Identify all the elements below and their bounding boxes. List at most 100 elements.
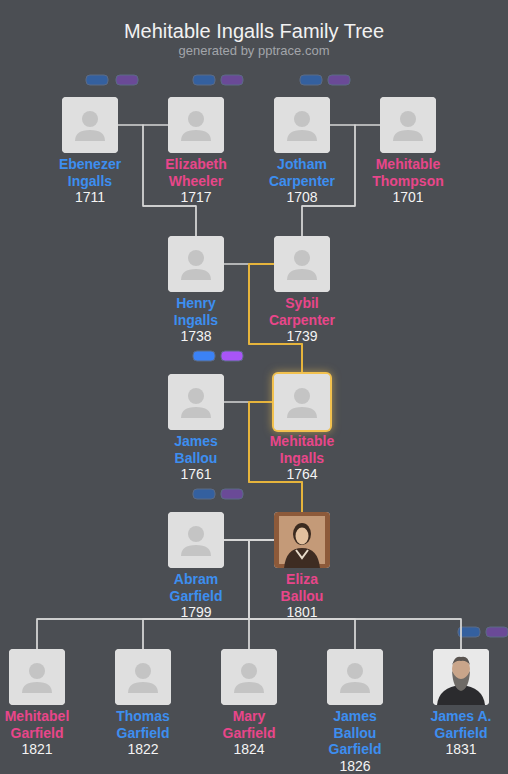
avatar-ground: [62, 97, 118, 153]
photo-frame: [274, 512, 330, 568]
avatar-body: [181, 545, 211, 556]
family-link: [224, 540, 461, 649]
avatar-head: [188, 250, 204, 266]
person-name: Ebenezer Ingalls: [52, 156, 128, 189]
family-link: [37, 540, 274, 649]
avatar-body: [340, 682, 370, 693]
person-box: James Ballou Garfield1826: [327, 649, 383, 705]
person-caption: Sybil Carpenter1739: [264, 295, 340, 345]
avatar-head: [294, 388, 310, 404]
toggle-purple: [116, 75, 138, 85]
avatar-head: [188, 388, 204, 404]
avatar-ground: [327, 649, 383, 705]
person-caption: James Ballou1761: [158, 433, 234, 483]
person-caption: James A. Garfield1831: [423, 708, 499, 758]
person-caption: Abram Garfield1799: [158, 571, 234, 621]
birth-year: 1831: [423, 741, 499, 758]
toggle-blue: [193, 351, 215, 361]
person-caption: Henry Ingalls1738: [158, 295, 234, 345]
person-box: James A. Garfield1831: [433, 649, 489, 705]
avatar-placeholder: [168, 236, 224, 292]
birth-year: 1738: [158, 328, 234, 345]
avatar-body: [181, 130, 211, 141]
person-caption: Mary Garfield1824: [211, 708, 287, 758]
toggle-blue: [193, 489, 215, 499]
person-name: James Ballou Garfield: [317, 708, 393, 758]
person-caption: James Ballou Garfield1826: [317, 708, 393, 774]
toggle-blue: [86, 75, 108, 85]
avatar-ground: [168, 97, 224, 153]
avatar-head: [294, 250, 310, 266]
person-name: Mehitabel Garfield: [0, 708, 75, 741]
photo-hair: [293, 523, 311, 545]
birth-year: 1824: [211, 741, 287, 758]
photo-face: [296, 528, 309, 545]
person-name: Mehitable Thompson: [370, 156, 446, 189]
avatar-ground: [274, 236, 330, 292]
toggle-blue: [193, 75, 215, 85]
avatar-placeholder: [115, 649, 171, 705]
person-caption: Mehitabel Garfield1821: [0, 708, 75, 758]
avatar-head: [135, 663, 151, 679]
birth-year: 1701: [370, 189, 446, 206]
birth-year: 1764: [264, 466, 340, 483]
avatar-head: [188, 111, 204, 127]
person-caption: Eliza Ballou1801: [264, 571, 340, 621]
avatar-placeholder: [168, 374, 224, 430]
avatar-ground: [168, 512, 224, 568]
avatar-body: [181, 407, 211, 418]
photo-ground: [433, 649, 489, 705]
toggle-pair: [86, 75, 508, 637]
avatar-body: [128, 682, 158, 693]
portrait-photo: [274, 512, 330, 568]
birth-year: 1711: [52, 189, 128, 206]
toggle-blue: [300, 75, 322, 85]
avatar-ground: [221, 649, 277, 705]
birth-year: 1761: [158, 466, 234, 483]
toggle-purple: [328, 75, 350, 85]
person-caption: Mehitable Thompson1701: [370, 156, 446, 206]
avatar-ground: [168, 374, 224, 430]
person-box: Jotham Carpenter1708: [274, 97, 330, 153]
person-name: Mary Garfield: [211, 708, 287, 741]
family-link: [249, 540, 274, 649]
photo-hair: [452, 657, 470, 665]
person-name: Mehitable Ingalls: [264, 433, 340, 466]
family-link: [224, 540, 355, 649]
avatar-placeholder: [274, 374, 330, 430]
person-box: Elizabeth Wheeler1717: [168, 97, 224, 153]
avatar-placeholder: [9, 649, 65, 705]
person-box: Eliza Ballou1801: [274, 512, 330, 568]
person-box: Abram Garfield1799: [168, 512, 224, 568]
person-box: Thomas Garfield1822: [115, 649, 171, 705]
person-caption: Mehitable Ingalls1764: [264, 433, 340, 483]
birth-year: 1799: [158, 604, 234, 621]
avatar-ground: [168, 236, 224, 292]
avatar-placeholder: [168, 97, 224, 153]
person-caption: Thomas Garfield1822: [105, 708, 181, 758]
avatar-head: [82, 111, 98, 127]
person-name: Henry Ingalls: [158, 295, 234, 328]
toggle-purple: [221, 351, 243, 361]
avatar-ground: [274, 374, 330, 430]
avatar-body: [234, 682, 264, 693]
birth-year: 1739: [264, 328, 340, 345]
toggle-purple: [221, 489, 243, 499]
avatar-body: [22, 682, 52, 693]
avatar-body: [181, 269, 211, 280]
birth-year: 1717: [158, 189, 234, 206]
photo-collar: [296, 550, 308, 558]
avatar-ground: [380, 97, 436, 153]
avatar-body: [287, 269, 317, 280]
avatar-placeholder: [62, 97, 118, 153]
avatar-placeholder: [327, 649, 383, 705]
avatar-body: [393, 130, 423, 141]
photo-ground: [279, 516, 325, 564]
generator-credit: generated by pptrace.com: [0, 43, 508, 59]
photo-dress: [284, 548, 320, 568]
person-name: Elizabeth Wheeler: [158, 156, 234, 189]
avatar-head: [188, 526, 204, 542]
person-box: Mehitabel Garfield1821: [9, 649, 65, 705]
person-name: Sybil Carpenter: [264, 295, 340, 328]
avatar-ground: [274, 97, 330, 153]
